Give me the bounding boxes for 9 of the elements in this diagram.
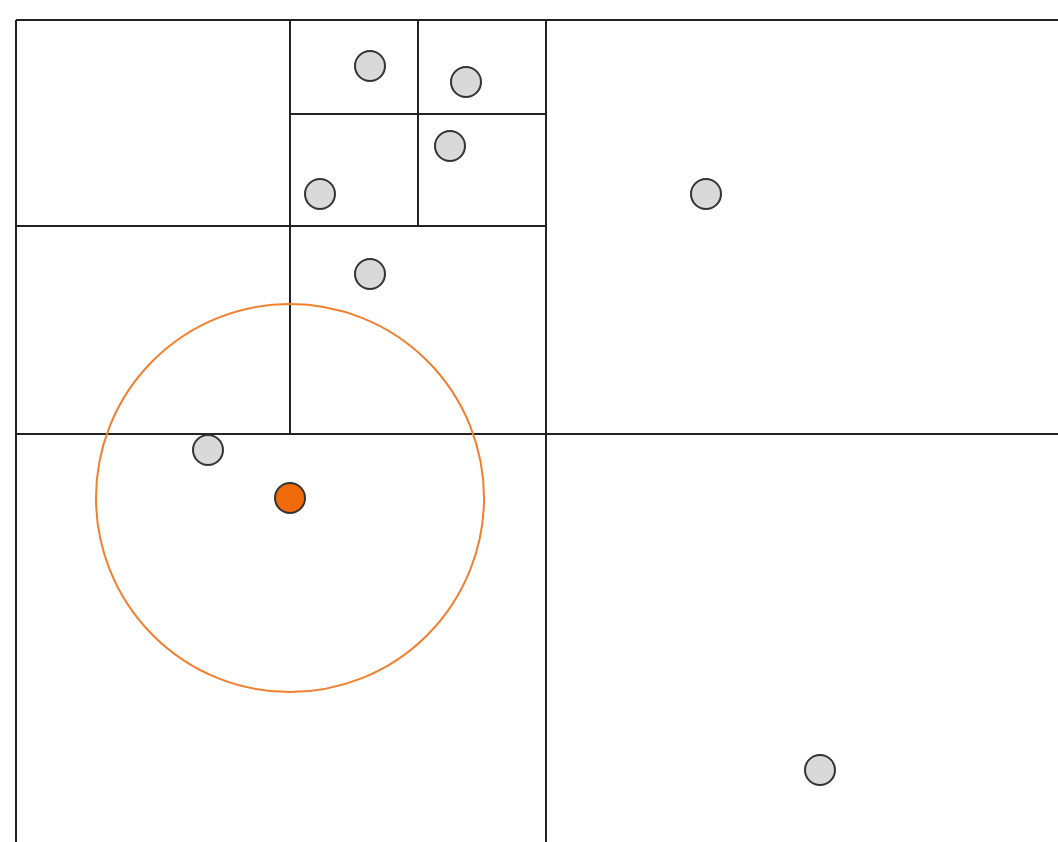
point-marker	[450, 66, 482, 98]
point-marker	[434, 130, 466, 162]
point-marker	[192, 434, 224, 466]
point-marker	[804, 754, 836, 786]
point-marker	[690, 178, 722, 210]
point-marker	[274, 482, 306, 514]
point-marker	[354, 258, 386, 290]
point-marker	[304, 178, 336, 210]
point-marker	[354, 50, 386, 82]
